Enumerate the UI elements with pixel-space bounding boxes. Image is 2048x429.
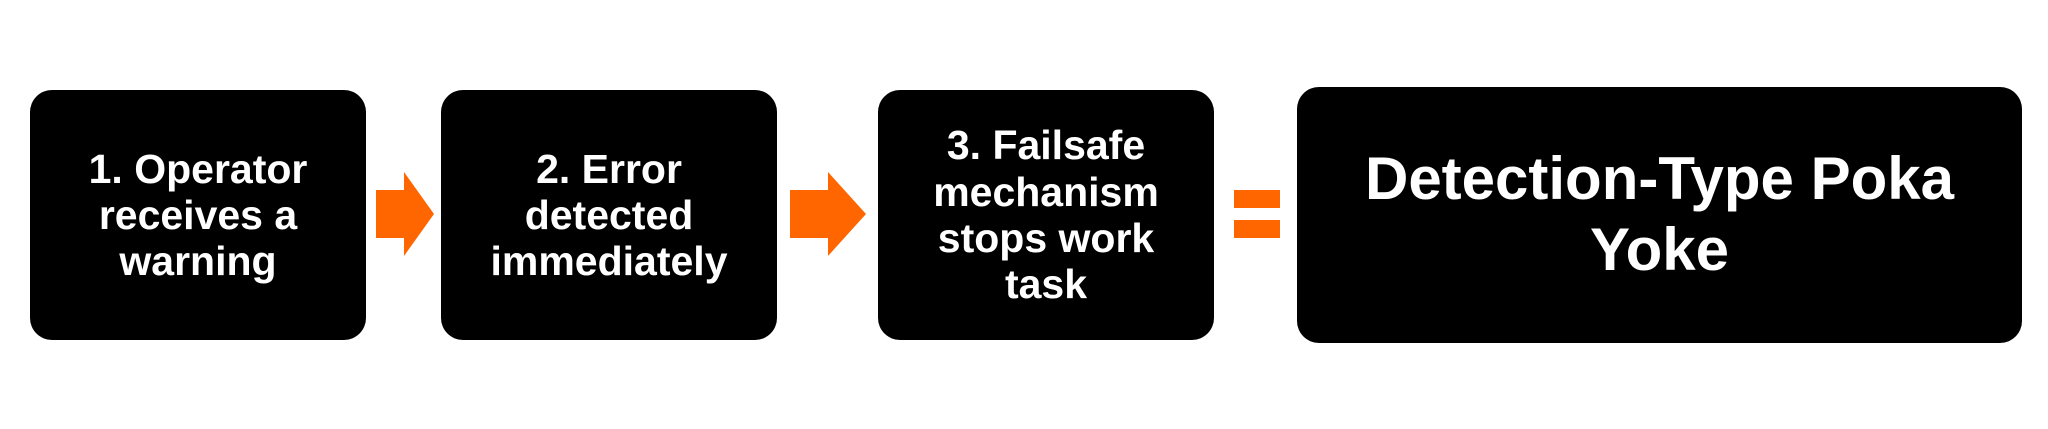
step-label-1: 1. Operator receives a warning xyxy=(88,145,308,285)
right-arrow-icon xyxy=(790,172,866,256)
result-box: Detection-Type Poka Yoke xyxy=(1297,87,2022,343)
step-box-3: 3. Failsafe mechanism stops work task xyxy=(878,90,1214,340)
step-box-2: 2. Error detected immediately xyxy=(441,90,777,340)
right-arrow-icon xyxy=(376,172,434,256)
step-label-2: 2. Error detected immediately xyxy=(490,145,728,285)
step-label-3: 3. Failsafe mechanism stops work task xyxy=(933,122,1159,308)
result-label: Detection-Type Poka Yoke xyxy=(1364,145,1954,283)
equals-icon xyxy=(1234,190,1280,238)
step-box-1: 1. Operator receives a warning xyxy=(30,90,366,340)
